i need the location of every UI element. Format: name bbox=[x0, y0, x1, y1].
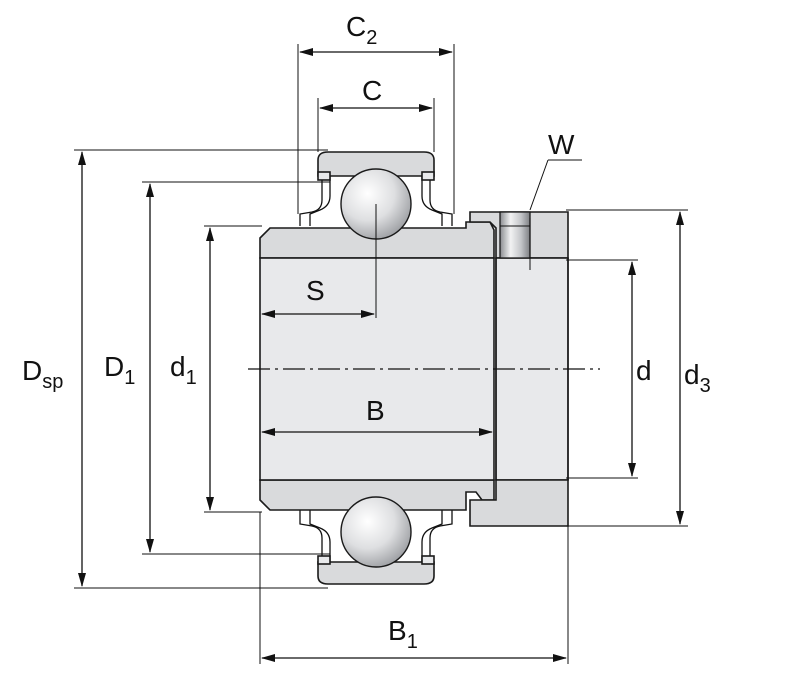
label-b: B bbox=[366, 395, 385, 426]
label-c: C bbox=[362, 75, 382, 106]
outer-ring-bottom bbox=[317, 561, 435, 585]
label-b1: B1 bbox=[388, 615, 418, 653]
outer-ring-top bbox=[317, 151, 435, 177]
label-c2: C2 bbox=[346, 11, 377, 49]
label-d1-inner: d1 bbox=[170, 351, 197, 389]
grub-screw bbox=[499, 211, 531, 259]
extension-lines bbox=[74, 44, 688, 664]
label-d: d bbox=[636, 355, 652, 386]
label-d1-outer: D1 bbox=[104, 351, 135, 389]
inner-ring-bottom bbox=[259, 479, 495, 511]
label-w: W bbox=[548, 129, 575, 160]
label-dsp: Dsp bbox=[22, 355, 63, 393]
seal-top bbox=[299, 171, 453, 226]
label-s: S bbox=[306, 275, 325, 306]
label-d3: d3 bbox=[684, 359, 711, 397]
dimension-lines bbox=[78, 48, 684, 662]
seal-bottom bbox=[299, 510, 453, 565]
ball-bottom bbox=[340, 496, 412, 568]
